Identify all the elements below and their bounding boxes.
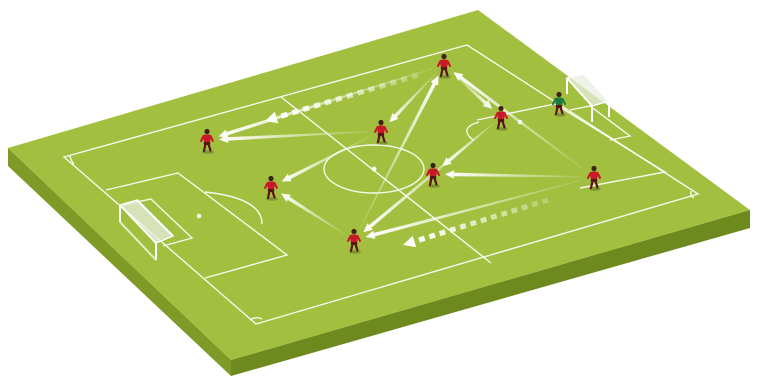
pitch-surface — [8, 10, 750, 360]
centre-spot — [372, 167, 376, 171]
left-penalty-spot — [197, 214, 200, 217]
